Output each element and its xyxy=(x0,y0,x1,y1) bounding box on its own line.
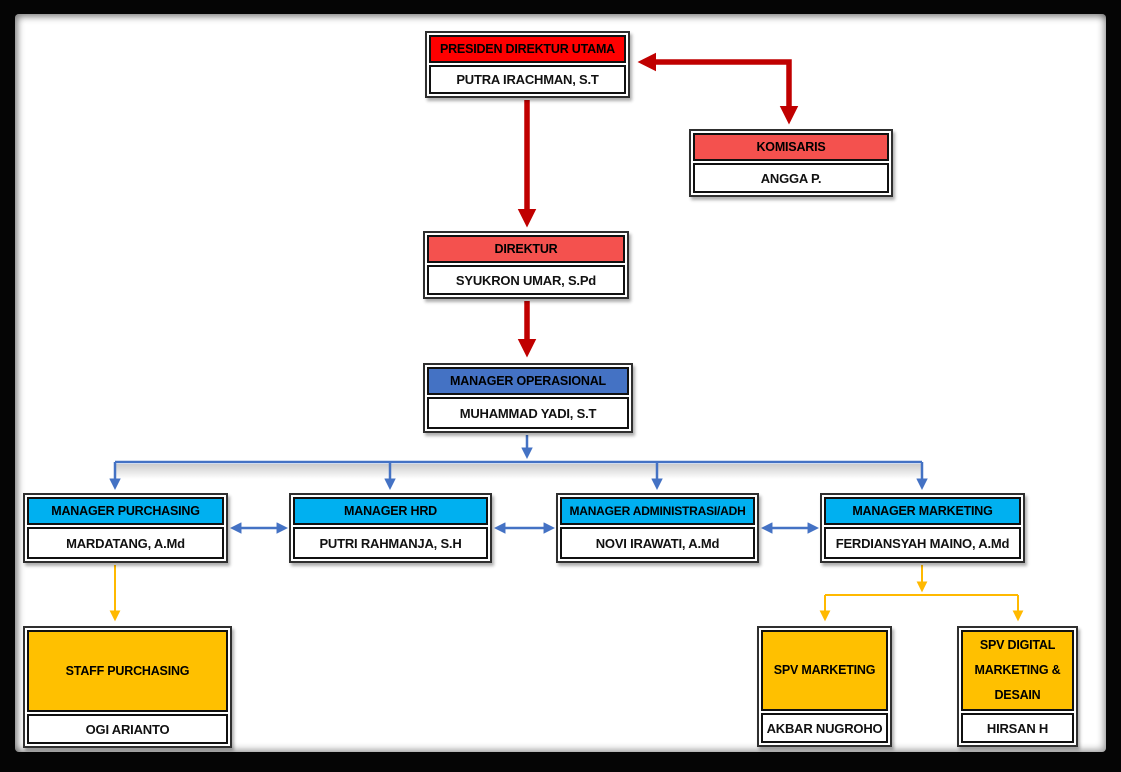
node-name: OGI ARIANTO xyxy=(27,714,228,744)
org-node-manager-hrd: MANAGER HRD PUTRI RAHMANJA, S.H xyxy=(289,493,492,563)
node-name: SYUKRON UMAR, S.Pd xyxy=(427,265,625,295)
org-node-staff-purchasing: STAFF PURCHASING OGI ARIANTO xyxy=(23,626,232,748)
org-node-manager-administrasi: MANAGER ADMINISTRASI/ADH NOVI IRAWATI, A… xyxy=(556,493,759,563)
node-title: SPV DIGITAL MARKETING & DESAIN xyxy=(961,630,1074,711)
node-name: MARDATANG, A.Md xyxy=(27,527,224,559)
node-title: SPV MARKETING xyxy=(761,630,888,711)
node-name: ANGGA P. xyxy=(693,163,889,193)
fanout-line-shadow xyxy=(116,464,922,479)
node-title: MANAGER ADMINISTRASI/ADH xyxy=(560,497,755,525)
node-title: DIREKTUR xyxy=(427,235,625,263)
org-node-spv-digital-marketing-desain: SPV DIGITAL MARKETING & DESAIN HIRSAN H xyxy=(957,626,1078,747)
org-node-komisaris: KOMISARIS ANGGA P. xyxy=(689,129,893,197)
org-node-manager-operasional: MANAGER OPERASIONAL MUHAMMAD YADI, S.T xyxy=(423,363,633,433)
org-node-manager-purchasing: MANAGER PURCHASING MARDATANG, A.Md xyxy=(23,493,228,563)
node-title: MANAGER OPERASIONAL xyxy=(427,367,629,395)
node-name: PUTRI RAHMANJA, S.H xyxy=(293,527,488,559)
org-node-manager-marketing: MANAGER MARKETING FERDIANSYAH MAINO, A.M… xyxy=(820,493,1025,563)
org-node-presiden-direktur-utama: PRESIDEN DIREKTUR UTAMA PUTRA IRACHMAN, … xyxy=(425,31,630,98)
node-name: FERDIANSYAH MAINO, A.Md xyxy=(824,527,1021,559)
node-title: MANAGER HRD xyxy=(293,497,488,525)
node-name: MUHAMMAD YADI, S.T xyxy=(427,397,629,429)
node-title: PRESIDEN DIREKTUR UTAMA xyxy=(429,35,626,63)
node-title: KOMISARIS xyxy=(693,133,889,161)
node-name: AKBAR NUGROHO xyxy=(761,713,888,743)
org-node-spv-marketing: SPV MARKETING AKBAR NUGROHO xyxy=(757,626,892,747)
node-name: HIRSAN H xyxy=(961,713,1074,743)
node-name: PUTRA IRACHMAN, S.T xyxy=(429,65,626,94)
node-title: MANAGER PURCHASING xyxy=(27,497,224,525)
node-title: MANAGER MARKETING xyxy=(824,497,1021,525)
org-node-direktur: DIREKTUR SYUKRON UMAR, S.Pd xyxy=(423,231,629,299)
node-name: NOVI IRAWATI, A.Md xyxy=(560,527,755,559)
node-title: STAFF PURCHASING xyxy=(27,630,228,712)
